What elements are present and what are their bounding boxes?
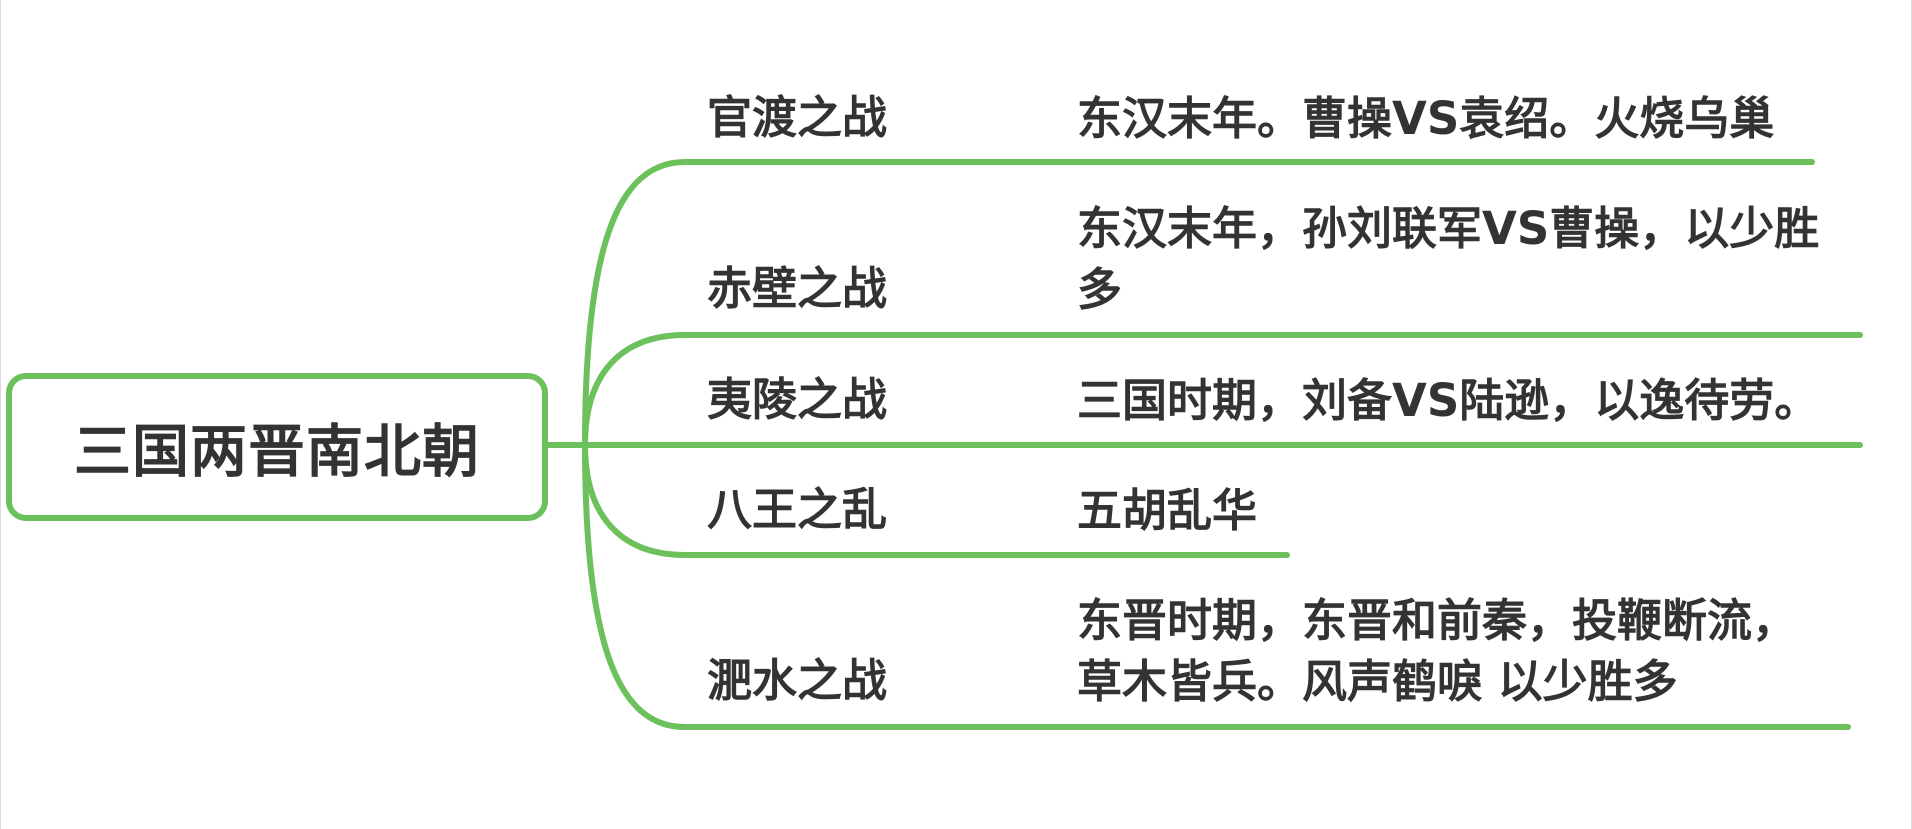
branch-curve-4 — [582, 442, 688, 558]
root-node[interactable]: 三国两晋南北朝 — [6, 373, 548, 521]
detail-line: 三国时期，刘备VS陆逊，以逸待劳。 — [1077, 374, 1820, 427]
detail-chibi[interactable]: 东汉末年，孙刘联军VS曹操，以少胜 多 — [1077, 198, 1819, 320]
event-bawang[interactable]: 八王之乱 — [707, 483, 888, 536]
detail-line: 五胡乱华 — [1077, 484, 1258, 537]
detail-guandu[interactable]: 东汉末年。曹操VS袁绍。火烧乌巢 — [1077, 88, 1774, 149]
branch-curve-5 — [582, 442, 688, 730]
detail-line: 东汉末年。曹操VS袁绍。火烧乌巢 — [1077, 92, 1775, 145]
detail-feishui[interactable]: 东晋时期，东晋和前秦，投鞭断流， 草木皆兵。风声鹤唳 以少胜多 — [1077, 590, 1797, 712]
detail-line: 草木皆兵。风声鹤唳 以少胜多 — [1077, 655, 1678, 708]
detail-line: 东晋时期，东晋和前秦，投鞭断流， — [1077, 594, 1798, 647]
event-guandu[interactable]: 官渡之战 — [707, 91, 888, 144]
detail-yiling[interactable]: 三国时期，刘备VS陆逊，以逸待劳。 — [1077, 370, 1819, 431]
root-node-label: 三国两晋南北朝 — [74, 419, 480, 485]
branch-curve-2 — [582, 332, 688, 448]
event-feishui[interactable]: 淝水之战 — [707, 654, 888, 707]
detail-line: 多 — [1077, 263, 1123, 316]
detail-bawang[interactable]: 五胡乱华 — [1077, 480, 1257, 541]
detail-line: 东汉末年，孙刘联军VS曹操，以少胜 — [1077, 202, 1820, 255]
event-chibi[interactable]: 赤壁之战 — [707, 262, 888, 315]
event-yiling[interactable]: 夷陵之战 — [707, 373, 888, 426]
branch-curve-1 — [582, 159, 688, 448]
